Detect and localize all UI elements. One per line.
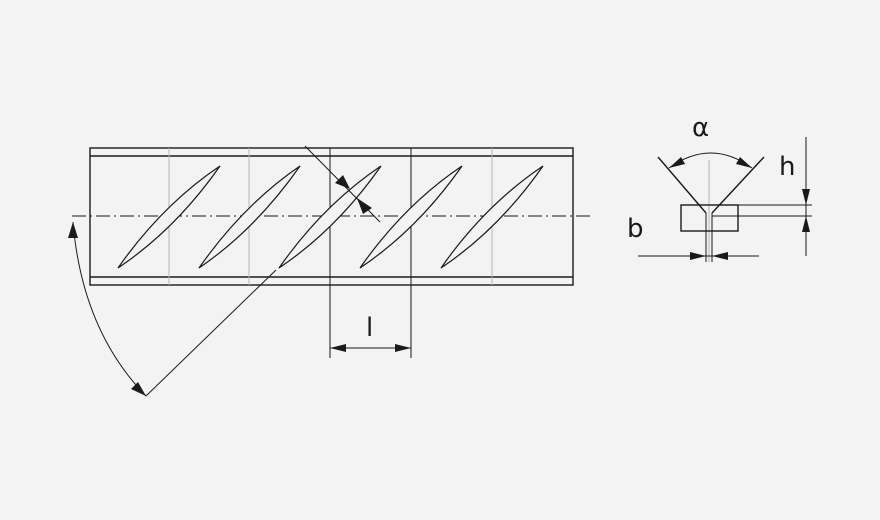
- bar-side-view: [72, 147, 592, 358]
- cross-section-view: α h b: [627, 113, 812, 262]
- pitch-label: l: [366, 313, 373, 343]
- pitch-dimension: l: [330, 313, 411, 352]
- diagonal-slot: [278, 165, 382, 269]
- arrow-head: [712, 252, 728, 260]
- helix-projection-line: [145, 269, 277, 397]
- arrow-head: [802, 189, 810, 205]
- bar-section: [680, 204, 739, 232]
- arrow-head: [68, 222, 78, 238]
- arrow-head: [802, 216, 810, 232]
- diagonal-slot: [117, 165, 221, 269]
- arrow-head: [736, 157, 752, 168]
- arrow-head: [690, 252, 706, 260]
- arrow-head: [335, 175, 350, 189]
- angle-arc: [72, 221, 147, 397]
- bar-outline: [89, 147, 574, 286]
- v-cutter-right-edge: [711, 156, 765, 214]
- diagonal-slot: [359, 165, 463, 269]
- v-cutter-left-edge: [657, 156, 707, 214]
- diagonal-slot: [198, 165, 301, 269]
- height-label: h: [779, 152, 795, 182]
- arrow-head: [357, 198, 372, 214]
- diagonal-slot: [440, 165, 544, 269]
- arrow-head: [330, 344, 346, 352]
- slot-width-dimension: [304, 145, 381, 223]
- arrow-head: [131, 382, 146, 396]
- width-label: b: [627, 214, 644, 244]
- arrow-head: [395, 344, 411, 352]
- helix-angle-dimension: [68, 221, 277, 397]
- alpha-label: α: [692, 113, 709, 143]
- arrow-head: [669, 157, 685, 168]
